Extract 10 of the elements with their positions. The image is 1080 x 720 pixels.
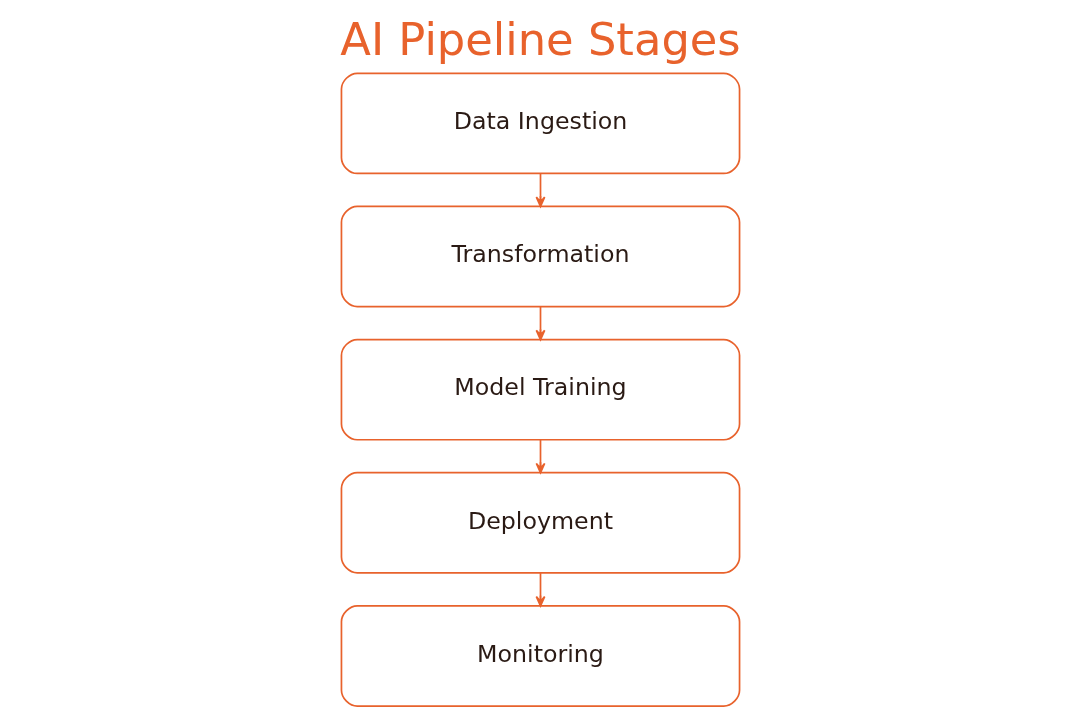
node-box: Deployment: [340, 471, 740, 574]
arrow: [535, 305, 545, 341]
node-box: Monitoring: [340, 605, 740, 707]
node-box: Transformation: [340, 205, 740, 308]
arrow: [535, 439, 545, 474]
node-box: Model Training: [340, 338, 740, 441]
arrow: [535, 572, 545, 607]
arrow: [535, 172, 545, 208]
node-box: Data Ingestion: [340, 72, 740, 175]
diagram-title: AI Pipeline Stages: [339, 13, 741, 67]
